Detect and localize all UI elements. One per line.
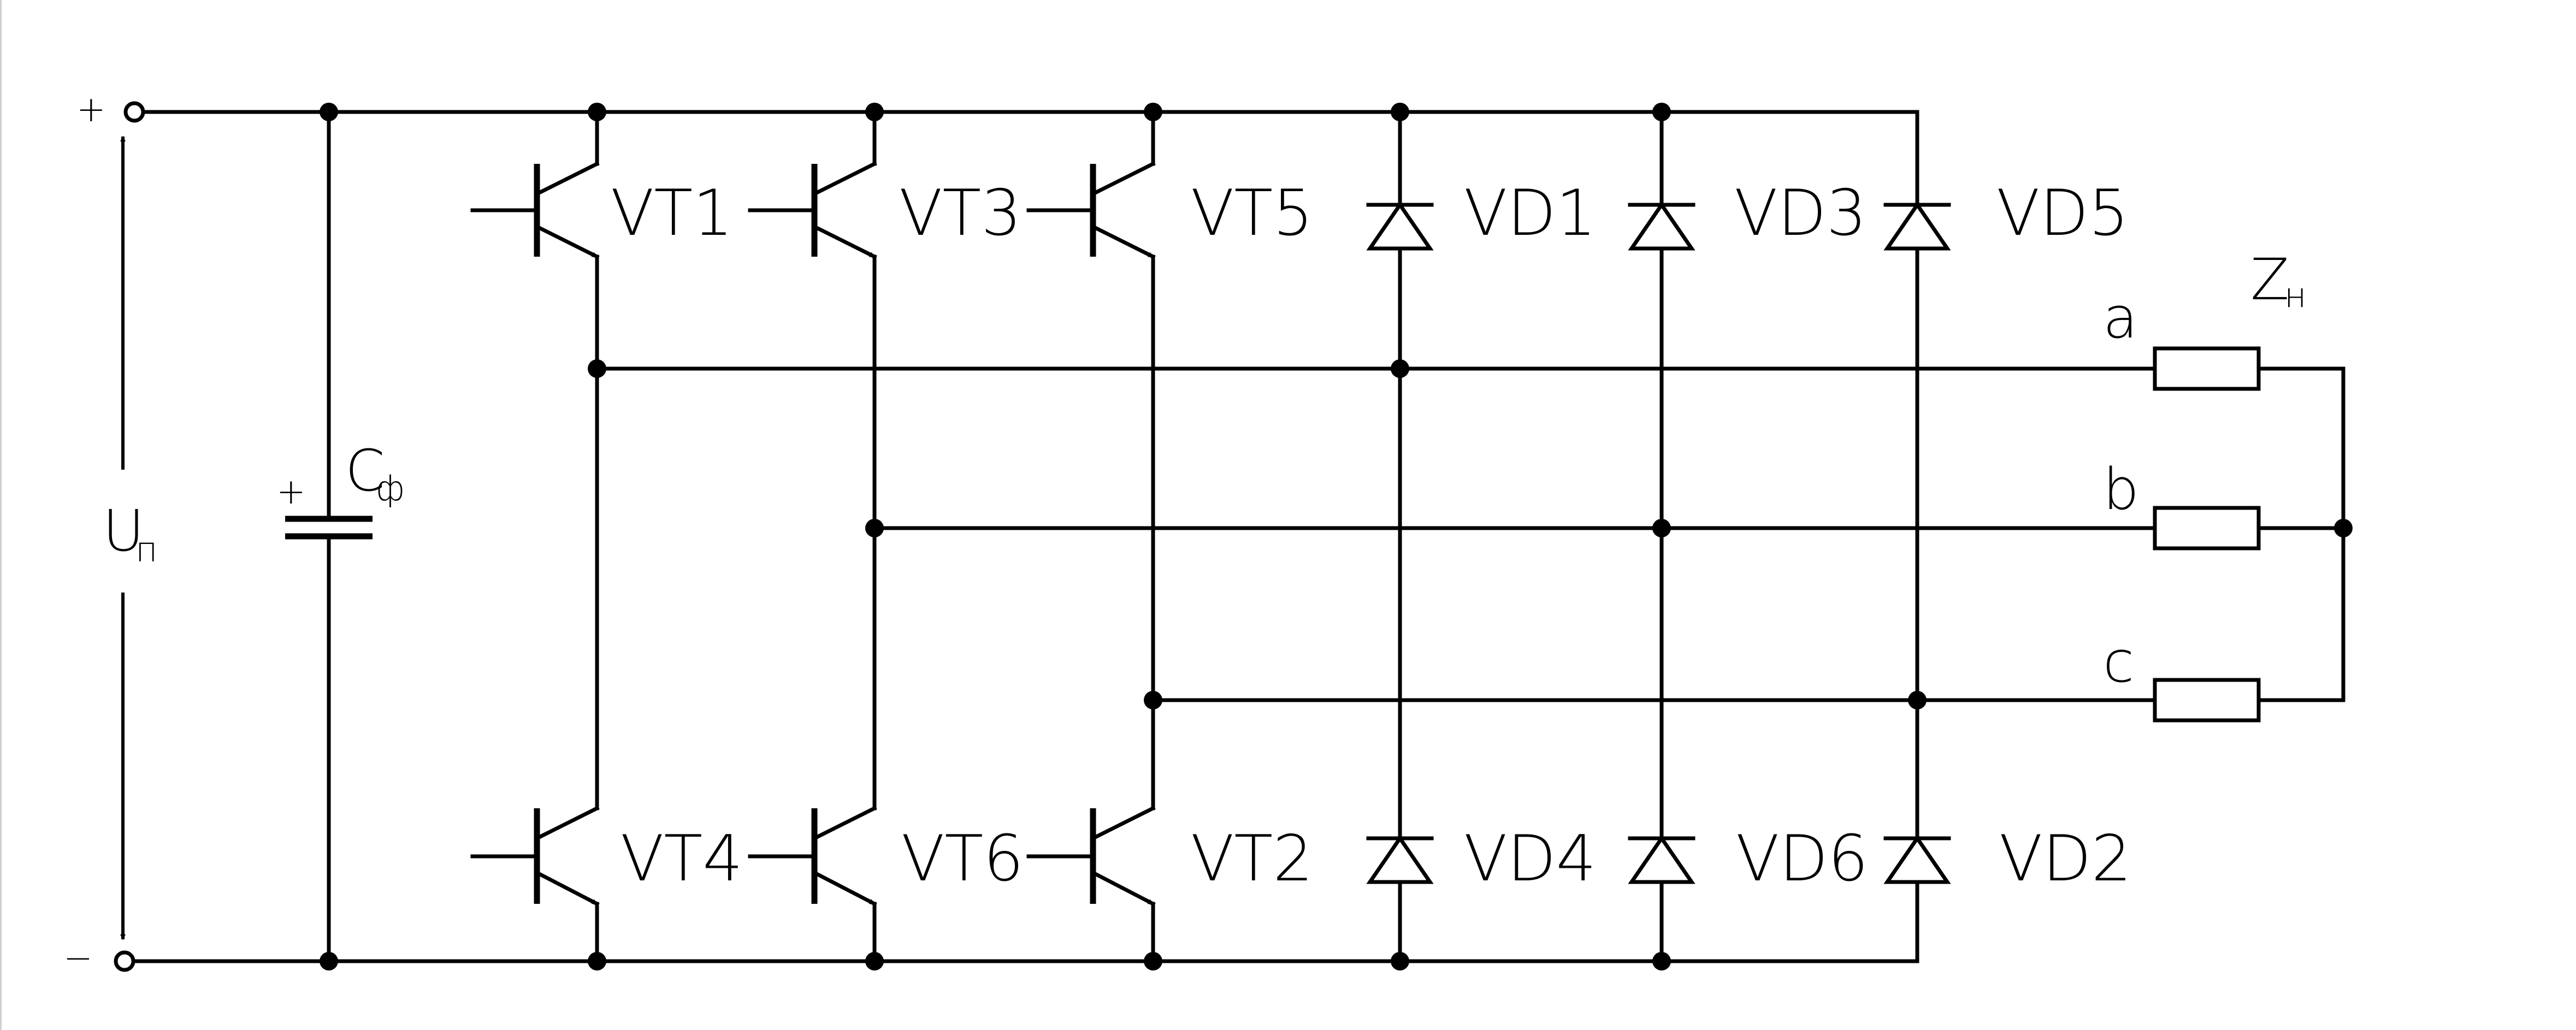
transistor-vt6: VT6 bbox=[748, 526, 1024, 963]
negative-terminal[interactable] bbox=[114, 950, 135, 972]
junction-dots bbox=[320, 103, 2353, 970]
diode-vd6-label: VD6 bbox=[1736, 822, 1868, 896]
diode-vd1-label: VD1 bbox=[1464, 176, 1596, 250]
diode-vd5: VD5 bbox=[1883, 176, 2129, 251]
transistor-vt4: VT4 bbox=[470, 366, 743, 963]
load-resistor-a bbox=[2153, 346, 2261, 391]
capacitor-label: C bbox=[345, 437, 385, 504]
diode-vd1: VD1 bbox=[1366, 176, 1596, 251]
load-label: Z bbox=[2250, 246, 2289, 313]
capacitor-subscript: ф bbox=[376, 469, 405, 508]
positive-terminal-sign: + bbox=[76, 90, 106, 130]
load-resistor-c bbox=[2153, 678, 2261, 723]
negative-terminal-sign: − bbox=[63, 938, 93, 979]
transistor-vt1: VT1 bbox=[470, 110, 733, 371]
load-impedances: Z н bbox=[2153, 246, 2345, 723]
diode-vd2: VD2 bbox=[1883, 822, 2131, 896]
transistor-vt5: VT5 bbox=[1026, 110, 1313, 702]
supply-voltage-subscript: п bbox=[135, 530, 158, 570]
supply-voltage-label: U bbox=[103, 498, 144, 564]
load-resistor-b bbox=[2153, 506, 2261, 550]
transistor-vt6-label: VT6 bbox=[901, 822, 1024, 896]
phase-b-label: b bbox=[2103, 456, 2139, 523]
transistor-vt4-label: VT4 bbox=[621, 822, 743, 896]
phase-c-label: c bbox=[2103, 629, 2134, 695]
diode-vd3: VD3 bbox=[1628, 176, 1866, 251]
transistor-vt3-label: VT3 bbox=[899, 176, 1021, 250]
transistor-vt5-label: VT5 bbox=[1191, 176, 1313, 250]
positive-terminal[interactable] bbox=[123, 101, 145, 123]
diode-vd2-label: VD2 bbox=[1999, 822, 2131, 896]
supply-terminals: + − U п bbox=[63, 90, 158, 979]
diode-vd5-label: VD5 bbox=[1996, 176, 2129, 250]
load-subscript: н bbox=[2284, 275, 2307, 315]
diode-vd3-label: VD3 bbox=[1734, 176, 1866, 250]
diode-vd4: VD4 bbox=[1366, 822, 1596, 896]
diode-vd6: VD6 bbox=[1628, 822, 1868, 896]
diode-vd4-label: VD4 bbox=[1464, 822, 1596, 896]
phase-a-label: a bbox=[2103, 285, 2138, 351]
phase-lines: a b c bbox=[595, 285, 2157, 702]
transistor-vt3: VT3 bbox=[748, 110, 1021, 530]
dc-buses bbox=[132, 110, 1919, 963]
filter-capacitor: + C ф bbox=[276, 110, 405, 963]
capacitor-plus-sign: + bbox=[276, 472, 306, 512]
transistor-vt2-label: VT2 bbox=[1191, 822, 1313, 896]
page-border bbox=[0, 0, 2, 1030]
transistor-vt2: VT2 bbox=[1026, 698, 1313, 963]
transistor-vt1-label: VT1 bbox=[611, 176, 733, 250]
